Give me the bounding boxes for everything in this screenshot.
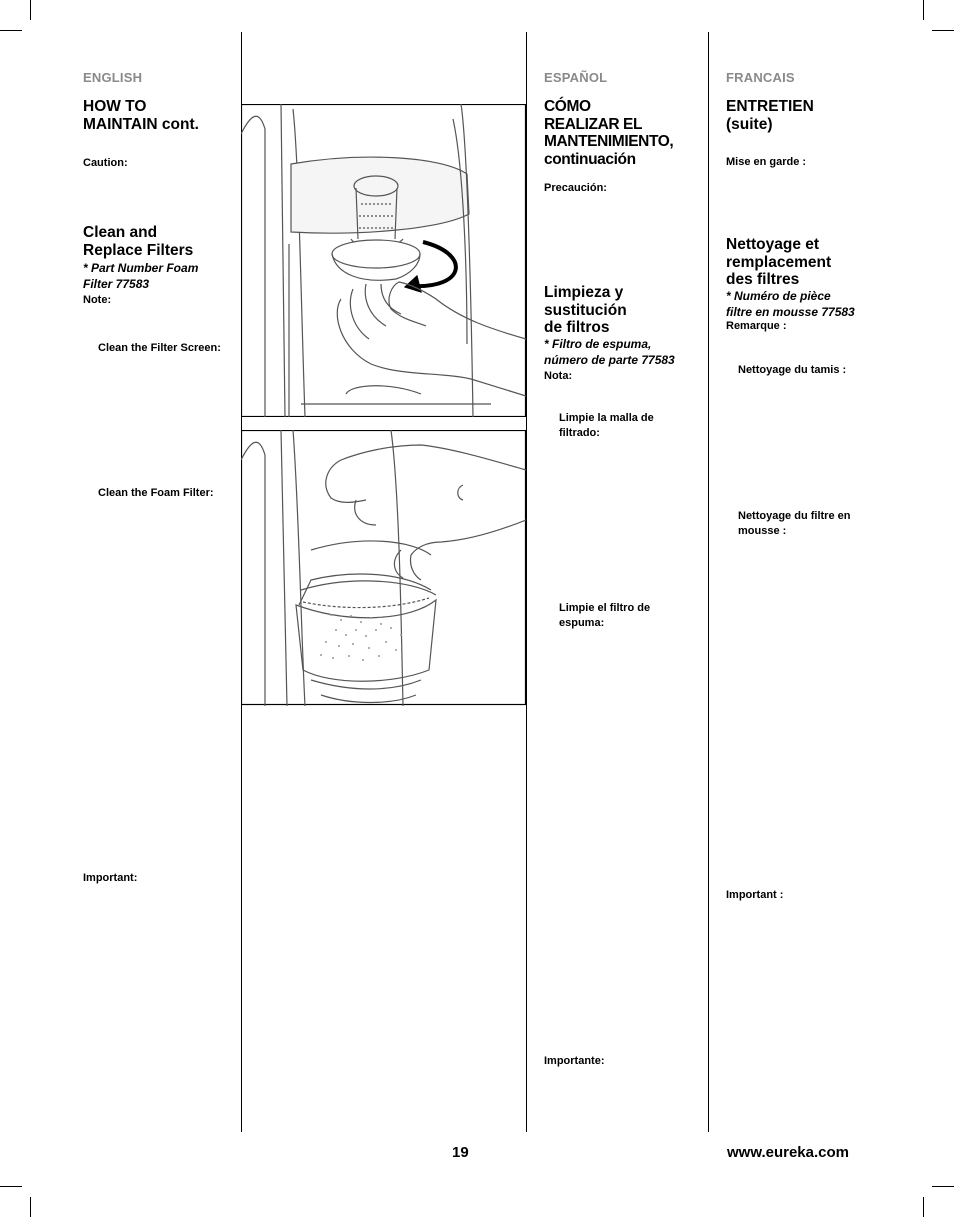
language-label: ESPAÑOL xyxy=(544,70,608,85)
note-label: Remarque : xyxy=(726,320,787,332)
clean-foam-label: Nettoyage du filtre en mousse : xyxy=(738,510,851,537)
column-divider xyxy=(708,32,709,1132)
subsection-heading: Nettoyage et remplacement des filtres xyxy=(726,236,832,288)
important-label: Importante: xyxy=(544,1055,605,1067)
note-label: Nota: xyxy=(544,370,573,382)
clean-foam-label: Limpie el filtro de espuma: xyxy=(559,602,651,629)
website-url[interactable]: www.eureka.com xyxy=(727,1144,849,1161)
column-divider xyxy=(526,32,527,1132)
part-number: * Part Number Foam Filter 77583 xyxy=(83,261,199,291)
section-heading: ENTRETIEN (suite) xyxy=(726,98,814,133)
subsection-heading: Limpieza y sustitución de filtros xyxy=(544,284,627,336)
section-heading: CÓMO REALIZAR EL MANTENIMIENTO, continua… xyxy=(544,98,674,168)
language-label: ENGLISH xyxy=(83,70,143,85)
clean-screen-label: Nettoyage du tamis : xyxy=(738,364,847,376)
remove-foam-filter-illustration xyxy=(241,430,526,706)
clean-foam-label: Clean the Foam Filter: xyxy=(98,487,214,499)
important-label: Important: xyxy=(83,872,138,884)
caution-label: Caution: xyxy=(83,157,128,169)
part-number: * Filtro de espuma, número de parte 7758… xyxy=(544,337,675,367)
clean-screen-label: Clean the Filter Screen: xyxy=(98,342,221,354)
remove-filter-screen-illustration xyxy=(241,104,526,417)
note-label: Note: xyxy=(83,294,112,306)
important-label: Important : xyxy=(726,889,784,901)
subsection-heading: Clean and Replace Filters xyxy=(83,224,194,259)
caution-label: Mise en garde : xyxy=(726,156,807,168)
part-number: * Numéro de pièce filtre en mousse 77583 xyxy=(726,289,855,319)
caution-label: Precaución: xyxy=(544,182,607,194)
language-label: FRANCAIS xyxy=(726,70,795,85)
clean-screen-label: Limpie la malla de filtrado: xyxy=(559,412,654,439)
section-heading: HOW TO MAINTAIN cont. xyxy=(83,98,199,133)
page-number: 19 xyxy=(452,1144,469,1161)
